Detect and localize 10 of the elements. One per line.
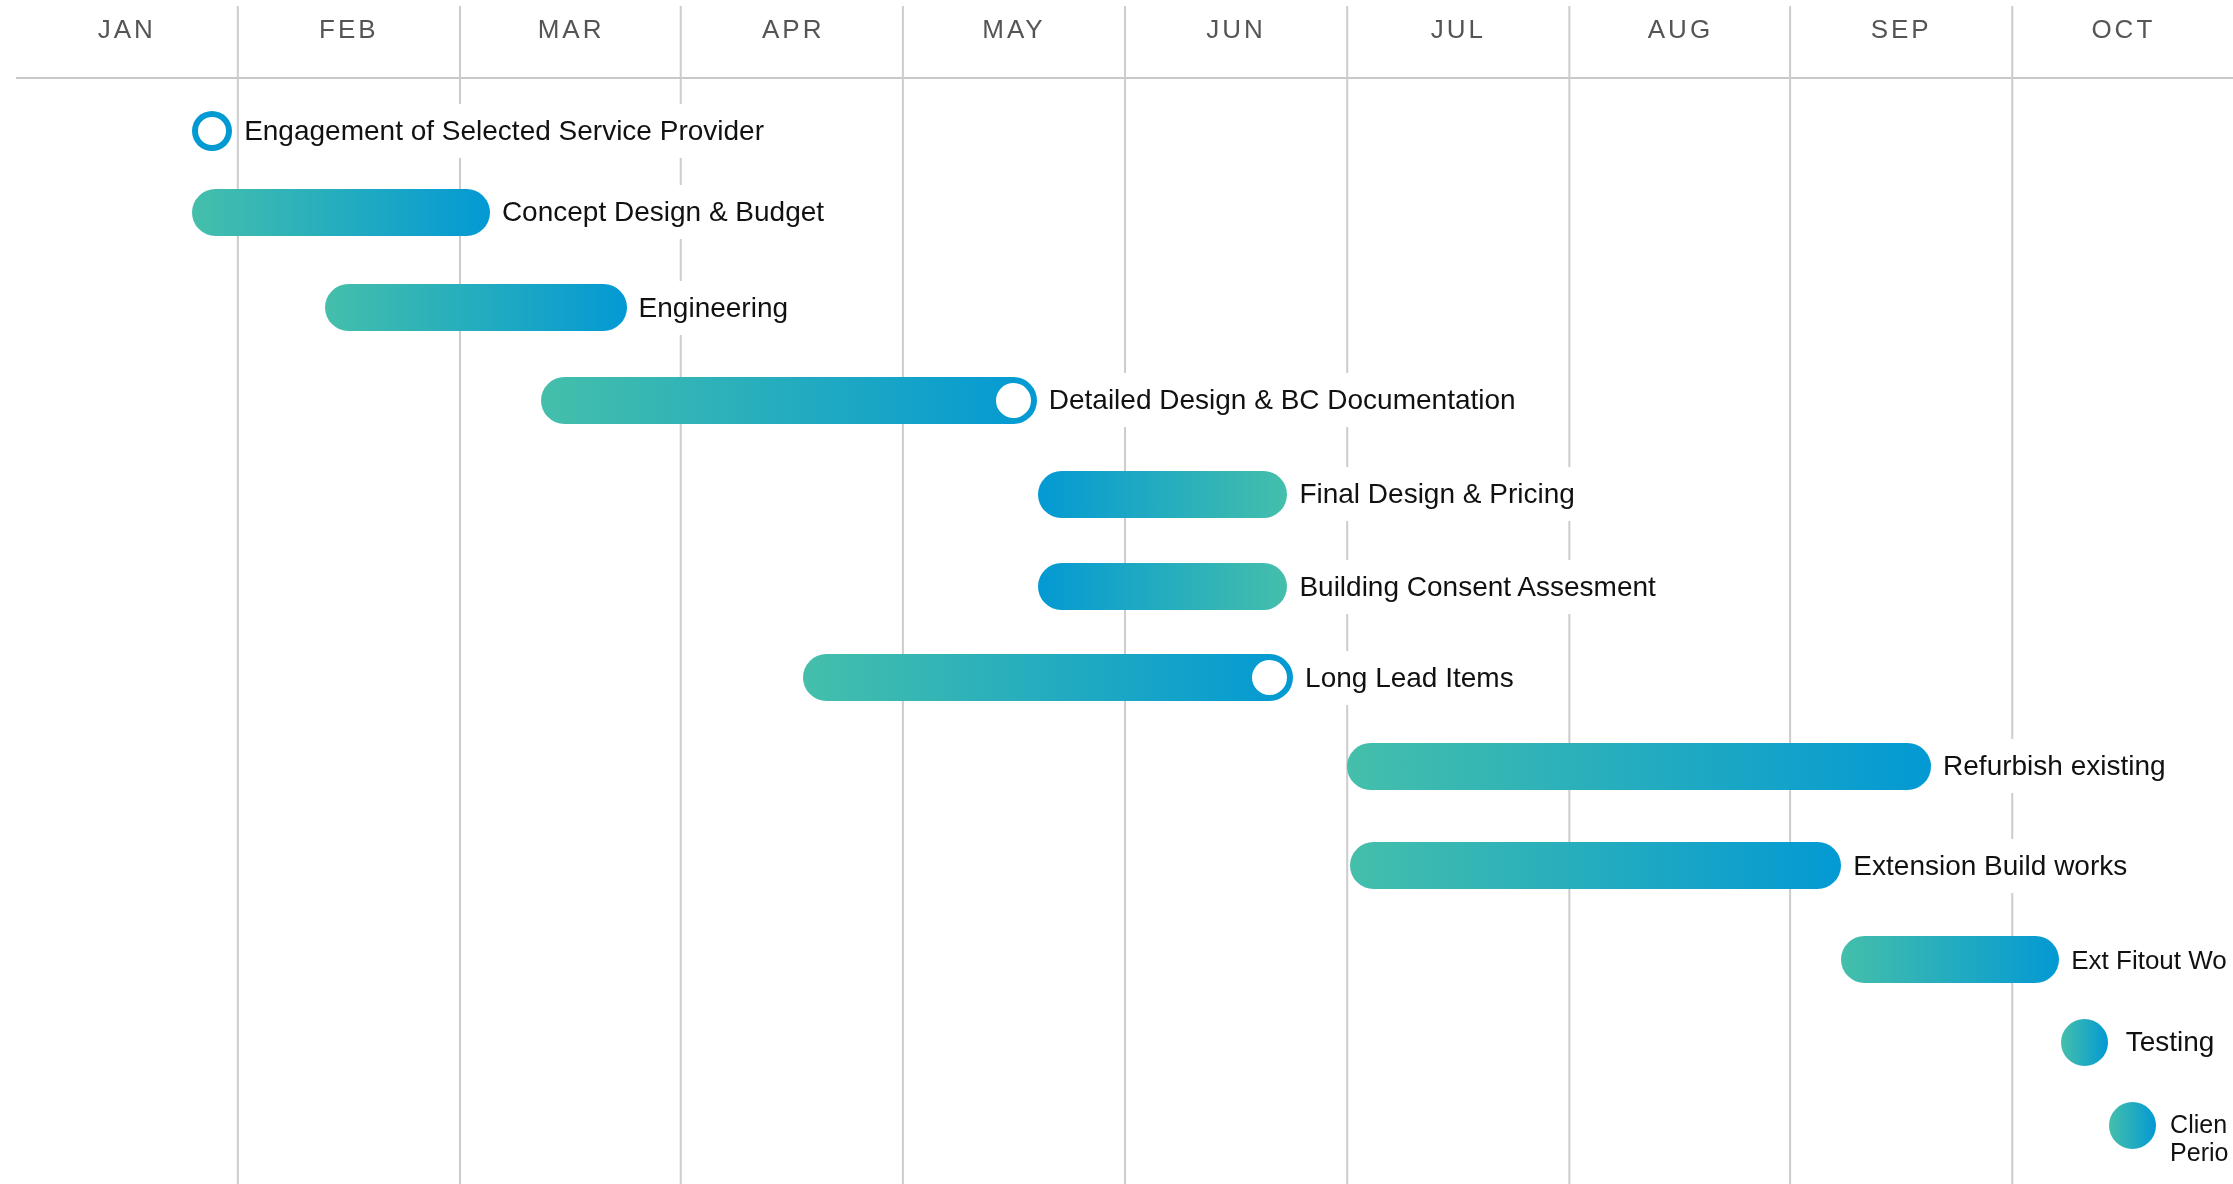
month-label: MAY	[981, 14, 1047, 45]
month-label: OCT	[2090, 14, 2157, 45]
month-label: MAR	[536, 14, 606, 45]
month-label: JUL	[1429, 14, 1487, 45]
month-label: FEB	[318, 14, 380, 45]
month-label: APR	[761, 14, 826, 45]
month-label: JAN	[96, 14, 157, 45]
month-label: JUN	[1205, 14, 1267, 45]
month-label: SEP	[1869, 14, 1933, 45]
month-label: AUG	[1646, 14, 1715, 45]
